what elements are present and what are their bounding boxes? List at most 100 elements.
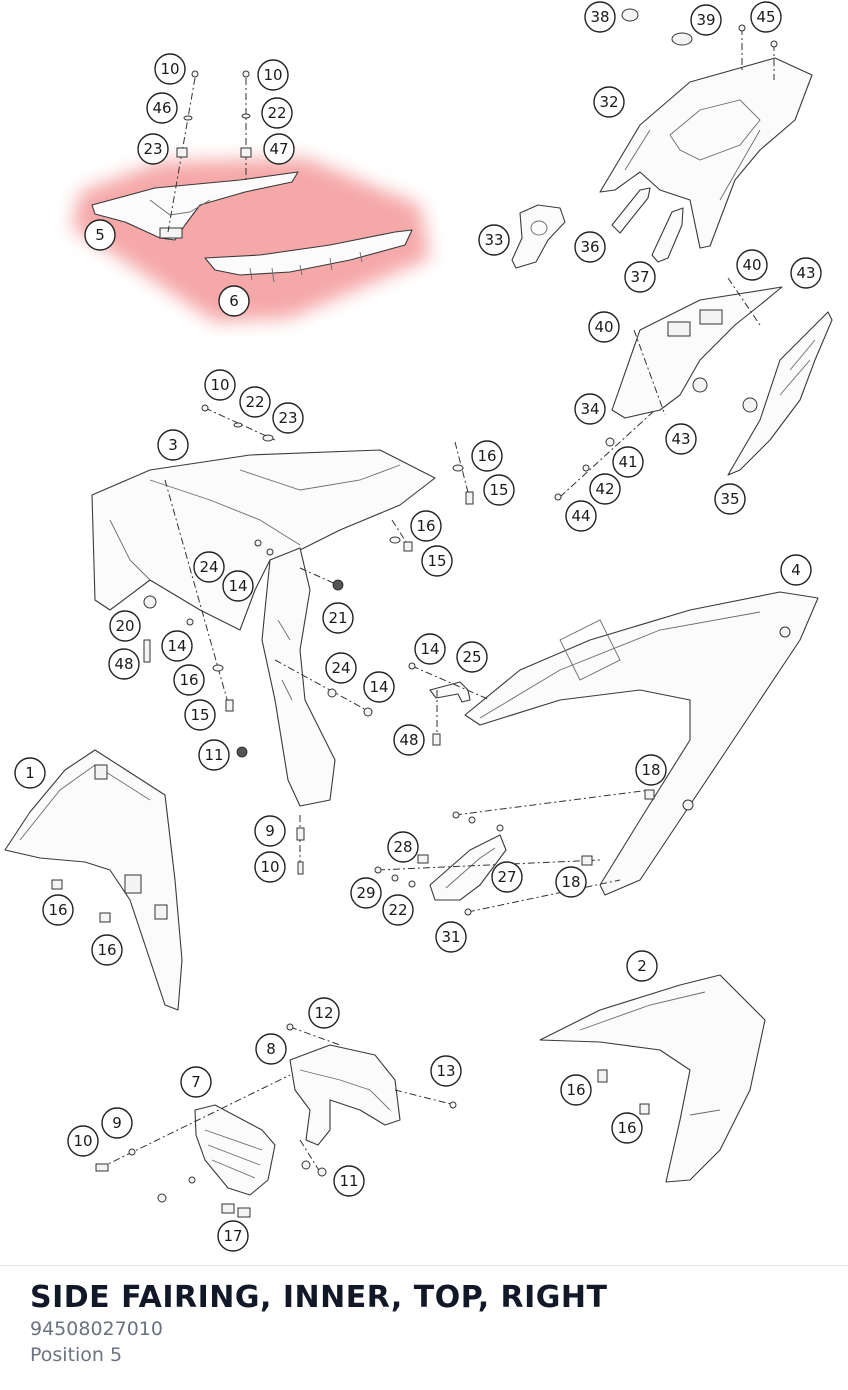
callout-31[interactable]: 31 bbox=[435, 921, 467, 953]
svg-text:41: 41 bbox=[618, 453, 637, 471]
svg-text:8: 8 bbox=[266, 1040, 276, 1058]
callout-47[interactable]: 47 bbox=[263, 133, 295, 165]
callout-38[interactable]: 38 bbox=[584, 1, 616, 33]
callout-11[interactable]: 11 bbox=[198, 739, 230, 771]
callout-16[interactable]: 16 bbox=[91, 934, 123, 966]
callout-3[interactable]: 3 bbox=[157, 429, 189, 461]
callout-14[interactable]: 14 bbox=[222, 570, 254, 602]
svg-text:22: 22 bbox=[388, 901, 407, 919]
callout-8[interactable]: 8 bbox=[255, 1033, 287, 1065]
svg-text:15: 15 bbox=[489, 481, 508, 499]
callout-17[interactable]: 17 bbox=[217, 1220, 249, 1252]
callout-9[interactable]: 9 bbox=[254, 815, 286, 847]
callout-9[interactable]: 9 bbox=[101, 1107, 133, 1139]
part-35-tail-side-panel[interactable] bbox=[727, 311, 833, 476]
svg-text:10: 10 bbox=[210, 376, 229, 394]
callout-39[interactable]: 39 bbox=[690, 4, 722, 36]
part-1-front-side-fairing[interactable] bbox=[4, 749, 183, 1011]
part-36-trim[interactable] bbox=[611, 187, 651, 234]
callout-16[interactable]: 16 bbox=[42, 894, 74, 926]
callout-6[interactable]: 6 bbox=[218, 285, 250, 317]
callout-48[interactable]: 48 bbox=[108, 648, 140, 680]
callout-42[interactable]: 42 bbox=[589, 473, 621, 505]
callout-24[interactable]: 24 bbox=[325, 652, 357, 684]
part-4-side-panel-rear[interactable] bbox=[464, 591, 819, 896]
callout-27[interactable]: 27 bbox=[491, 861, 523, 893]
callout-46[interactable]: 46 bbox=[146, 92, 178, 124]
callout-48[interactable]: 48 bbox=[393, 724, 425, 756]
callout-45[interactable]: 45 bbox=[750, 1, 782, 33]
callout-22[interactable]: 22 bbox=[382, 894, 414, 926]
callout-33[interactable]: 33 bbox=[478, 224, 510, 256]
svg-text:33: 33 bbox=[484, 231, 503, 249]
callout-24[interactable]: 24 bbox=[193, 551, 225, 583]
part-3-front-fairing-upper[interactable] bbox=[91, 449, 436, 631]
part-6-side-fairing-inner-top-left[interactable] bbox=[204, 229, 413, 283]
callout-22[interactable]: 22 bbox=[261, 97, 293, 129]
callout-32[interactable]: 32 bbox=[593, 86, 625, 118]
callout-29[interactable]: 29 bbox=[350, 877, 382, 909]
callout-16[interactable]: 16 bbox=[611, 1112, 643, 1144]
callout-18[interactable]: 18 bbox=[555, 866, 587, 898]
svg-text:20: 20 bbox=[115, 617, 134, 635]
part-32-tail-section[interactable] bbox=[599, 57, 813, 249]
part-37-grille[interactable] bbox=[651, 207, 684, 263]
part-title: SIDE FAIRING, INNER, TOP, RIGHT bbox=[30, 1280, 608, 1315]
callout-22[interactable]: 22 bbox=[239, 386, 271, 418]
part-27-cover[interactable] bbox=[429, 834, 507, 901]
callout-16[interactable]: 16 bbox=[471, 440, 503, 472]
part-7-air-grille[interactable] bbox=[194, 1104, 276, 1196]
callout-13[interactable]: 13 bbox=[430, 1055, 462, 1087]
callout-1[interactable]: 1 bbox=[14, 757, 46, 789]
callout-15[interactable]: 15 bbox=[483, 474, 515, 506]
svg-text:46: 46 bbox=[152, 99, 171, 117]
callout-25[interactable]: 25 bbox=[456, 641, 488, 673]
svg-text:21: 21 bbox=[328, 609, 347, 627]
callout-15[interactable]: 15 bbox=[184, 699, 216, 731]
callout-12[interactable]: 12 bbox=[308, 997, 340, 1029]
callout-40[interactable]: 40 bbox=[588, 311, 620, 343]
callout-14[interactable]: 14 bbox=[161, 630, 193, 662]
callout-14[interactable]: 14 bbox=[414, 633, 446, 665]
callout-37[interactable]: 37 bbox=[624, 261, 656, 293]
callout-40[interactable]: 40 bbox=[736, 249, 768, 281]
callout-23[interactable]: 23 bbox=[137, 133, 169, 165]
callout-2[interactable]: 2 bbox=[626, 950, 658, 982]
callout-10[interactable]: 10 bbox=[154, 53, 186, 85]
callout-14[interactable]: 14 bbox=[363, 671, 395, 703]
callout-43[interactable]: 43 bbox=[790, 257, 822, 289]
callout-16[interactable]: 16 bbox=[410, 510, 442, 542]
callout-15[interactable]: 15 bbox=[421, 545, 453, 577]
callout-10[interactable]: 10 bbox=[257, 59, 289, 91]
callout-23[interactable]: 23 bbox=[272, 402, 304, 434]
part-2-rear-lower-panel[interactable] bbox=[539, 974, 766, 1183]
callout-44[interactable]: 44 bbox=[565, 500, 597, 532]
callout-18[interactable]: 18 bbox=[635, 754, 667, 786]
part-34-tail-side-panel[interactable] bbox=[611, 286, 783, 419]
callout-10[interactable]: 10 bbox=[254, 851, 286, 883]
part-number: 94508027010 bbox=[30, 1318, 163, 1340]
callout-35[interactable]: 35 bbox=[714, 483, 746, 515]
part-33-bracket[interactable] bbox=[511, 204, 566, 269]
callout-21[interactable]: 21 bbox=[322, 602, 354, 634]
callout-4[interactable]: 4 bbox=[780, 554, 812, 586]
callout-16[interactable]: 16 bbox=[173, 664, 205, 696]
callout-34[interactable]: 34 bbox=[574, 393, 606, 425]
callout-43[interactable]: 43 bbox=[665, 423, 697, 455]
part-8-mounting-bracket[interactable] bbox=[289, 1044, 401, 1146]
callout-28[interactable]: 28 bbox=[387, 831, 419, 863]
callout-7[interactable]: 7 bbox=[180, 1066, 212, 1098]
callout-10[interactable]: 10 bbox=[204, 369, 236, 401]
callout-41[interactable]: 41 bbox=[612, 446, 644, 478]
part-5-side-fairing-inner-top-right[interactable] bbox=[91, 171, 299, 241]
svg-text:15: 15 bbox=[190, 706, 209, 724]
callout-11[interactable]: 11 bbox=[333, 1165, 365, 1197]
part-25-bracket[interactable] bbox=[429, 681, 471, 703]
callout-10[interactable]: 10 bbox=[67, 1125, 99, 1157]
callout-36[interactable]: 36 bbox=[574, 231, 606, 263]
callout-16[interactable]: 16 bbox=[560, 1074, 592, 1106]
callout-20[interactable]: 20 bbox=[109, 610, 141, 642]
svg-text:10: 10 bbox=[73, 1132, 92, 1150]
part-front-fairing-lower[interactable] bbox=[261, 547, 336, 807]
callout-5[interactable]: 5 bbox=[84, 219, 116, 251]
